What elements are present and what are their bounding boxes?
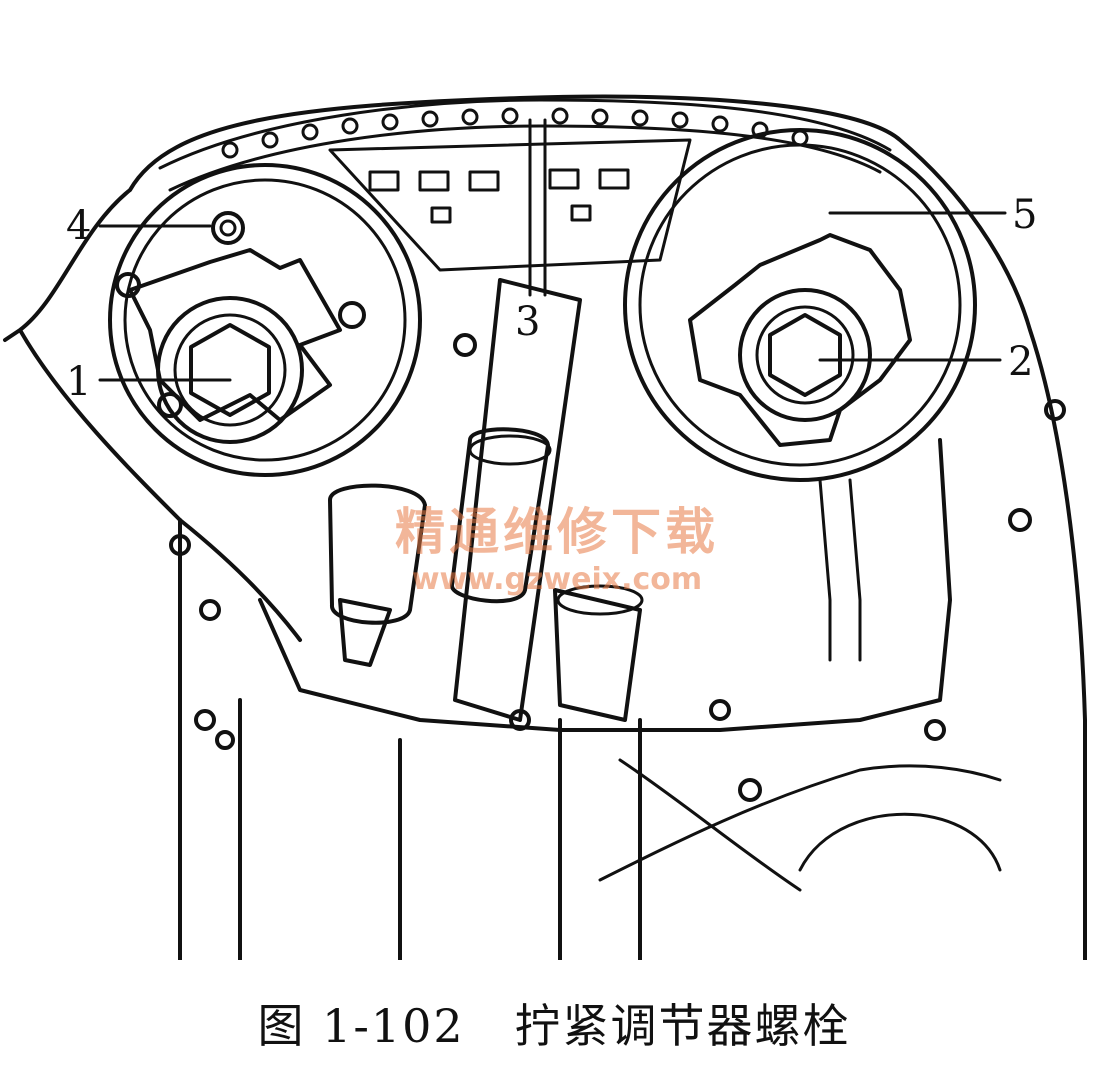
tool-handle-end bbox=[556, 584, 644, 616]
housing-slot-5 bbox=[598, 168, 630, 190]
callout-5: 5 bbox=[1012, 192, 1038, 238]
right-side-chain bbox=[818, 478, 832, 662]
flange-bolt bbox=[509, 709, 531, 731]
housing-slot-1 bbox=[368, 170, 400, 192]
flange-bolt bbox=[199, 599, 221, 621]
left-bolt-washer bbox=[156, 296, 304, 444]
flange-bolt bbox=[453, 333, 477, 357]
left-adjuster-plate bbox=[128, 248, 342, 422]
upper-timing-chain bbox=[158, 98, 892, 170]
tool-socket-rim bbox=[468, 434, 552, 466]
left-sprocket-hole bbox=[338, 301, 366, 329]
watermark: 精通维修下载 www.gzweix.com bbox=[372, 492, 742, 597]
right-bolt-hex bbox=[768, 313, 842, 397]
tool-socket-upper bbox=[450, 427, 550, 604]
flange-bolt bbox=[924, 719, 946, 741]
lower-timing-chain bbox=[598, 758, 1002, 892]
holding-tool-tip bbox=[338, 598, 392, 667]
right-sprocket-rim bbox=[638, 143, 962, 467]
watermark-line-1: 精通维修下载 bbox=[395, 503, 719, 561]
lower-housing bbox=[178, 518, 642, 960]
housing-slot-4 bbox=[548, 168, 580, 190]
tool-handle bbox=[553, 588, 642, 722]
cover-flange bbox=[258, 438, 952, 732]
chain-links-top bbox=[221, 107, 809, 159]
callout-2: 2 bbox=[1008, 339, 1034, 385]
crank-sprocket-arc bbox=[798, 812, 1002, 872]
right-sprocket-outer bbox=[623, 128, 977, 482]
left-sprocket-rim bbox=[123, 178, 407, 462]
left-sprocket-hole bbox=[115, 272, 141, 298]
tool-shaft bbox=[453, 278, 582, 722]
left-sprocket-outer bbox=[108, 163, 422, 477]
left-bolt-hex bbox=[189, 323, 271, 417]
housing-mark-2 bbox=[570, 204, 592, 222]
housing-mark-1 bbox=[430, 206, 452, 224]
engine-timing-diagram bbox=[3, 94, 1087, 960]
left-sprocket-hole-4 bbox=[211, 211, 245, 245]
housing-slot-3 bbox=[468, 170, 500, 192]
flange-bolt bbox=[215, 730, 235, 750]
watermark-line-2: www.gzweix.com bbox=[411, 562, 703, 597]
flange-bolt bbox=[709, 699, 731, 721]
flange-bolt bbox=[1008, 508, 1032, 532]
callout-1: 1 bbox=[66, 359, 92, 405]
flange-bolt bbox=[194, 709, 216, 731]
cam-housing-top bbox=[328, 138, 692, 272]
flange-bolt bbox=[738, 778, 762, 802]
callout-3: 3 bbox=[515, 299, 541, 345]
left-bolt-ring bbox=[173, 313, 287, 427]
flange-bolt bbox=[1044, 399, 1066, 421]
housing-slot-2 bbox=[418, 170, 450, 192]
right-side-chain-2 bbox=[848, 478, 862, 662]
figure-caption: 图 1-102 拧紧调节器螺栓 bbox=[257, 999, 851, 1053]
right-bolt-ring bbox=[755, 305, 855, 405]
right-bolt-washer bbox=[738, 288, 872, 422]
left-sprocket-hole-4-inner bbox=[219, 219, 237, 237]
flange-bolt bbox=[169, 534, 191, 556]
right-adjuster-plate bbox=[688, 233, 912, 447]
callout-4: 4 bbox=[66, 203, 92, 249]
left-sprocket-hole bbox=[157, 392, 183, 418]
